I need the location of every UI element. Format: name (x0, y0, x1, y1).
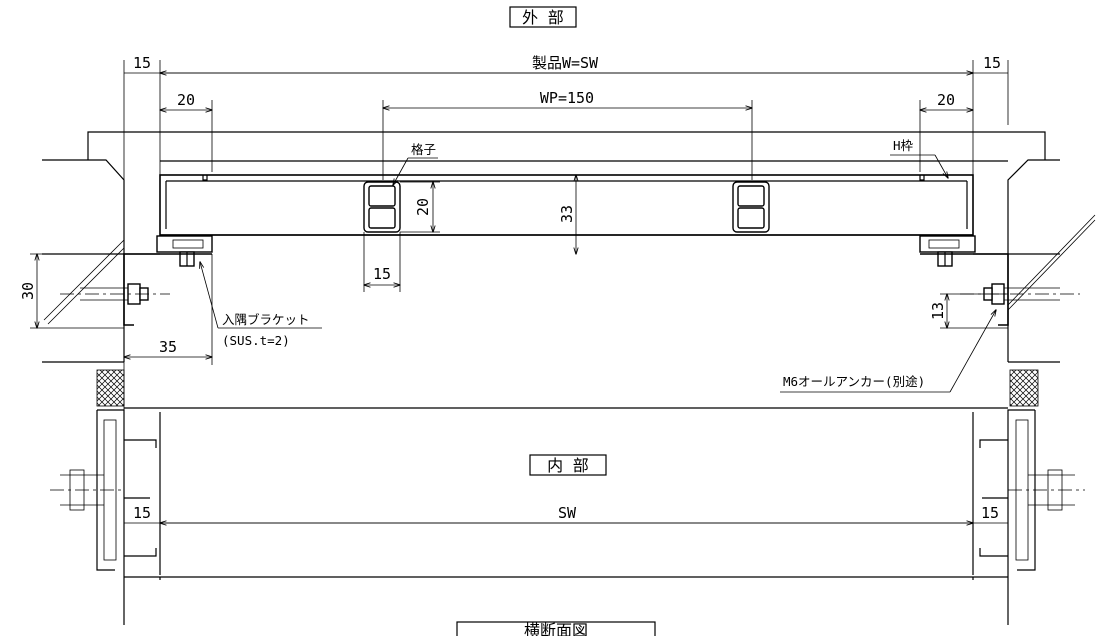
wall-outline (42, 131, 1096, 363)
dim-bar-width: 15 (373, 265, 391, 283)
dim-top-left-margin: 15 (133, 54, 151, 72)
sealant-right (1009, 369, 1039, 407)
lattice-callout: 格子 (393, 142, 438, 185)
anchor-label: M6オールアンカー(別途) (783, 374, 925, 389)
drawing-title: 横断面図 (524, 621, 588, 636)
dim-right-offset: 20 (937, 91, 955, 109)
h-frame-label: H枠 (893, 138, 914, 153)
bottom-dimension-row: 15 SW 15 (124, 504, 1008, 523)
dim-bracket-length: 35 (159, 338, 177, 356)
dim-left-vertical: 30 (19, 282, 37, 300)
interior-text: 内 部 (547, 456, 589, 475)
dim-bottom-right-margin: 15 (981, 504, 999, 522)
exterior-label: 外 部 (509, 6, 577, 28)
dim-top-right-margin: 15 (983, 54, 1001, 72)
lattice-bar-right (732, 181, 770, 233)
dim-anchor-offset: 13 (929, 302, 947, 320)
bracket-spec: (SUS.t=2) (222, 333, 290, 348)
drawing-title-box: 横断面図 (456, 621, 656, 636)
bracket-callout: 入隅ブラケット (SUS.t=2) (200, 262, 322, 348)
lattice-label: 格子 (411, 142, 436, 157)
sealant-left (96, 369, 125, 407)
offset-dimensions: 20 20 (160, 91, 973, 172)
right-bracket (919, 235, 1009, 326)
bracket-label: 入隅ブラケット (222, 312, 310, 327)
right-dimensions: 13 (929, 294, 1008, 328)
dim-sw: SW (558, 504, 577, 522)
left-anchor (60, 283, 170, 305)
dim-left-offset: 20 (177, 91, 195, 109)
h-frame-callout: H枠 (890, 138, 948, 178)
exterior-text: 外 部 (522, 8, 564, 27)
left-dimensions: 30 35 (19, 254, 212, 365)
grille-panel (159, 174, 974, 236)
dim-depth: 33 (558, 205, 576, 223)
dim-pitch: WP=150 (540, 89, 594, 107)
anchor-callout: M6オールアンカー(別途) (780, 310, 996, 393)
lattice-bar-left (363, 181, 401, 233)
pitch-dimension: WP=150 (383, 89, 752, 180)
lower-frame (50, 407, 1085, 625)
dim-bottom-left-margin: 15 (133, 504, 151, 522)
interior-label: 内 部 (529, 454, 607, 476)
bar-dimensions: 20 33 15 (364, 175, 576, 292)
dim-bar-height: 20 (414, 198, 432, 216)
left-bracket (123, 235, 213, 326)
dim-product-width: 製品W=SW (532, 54, 599, 72)
